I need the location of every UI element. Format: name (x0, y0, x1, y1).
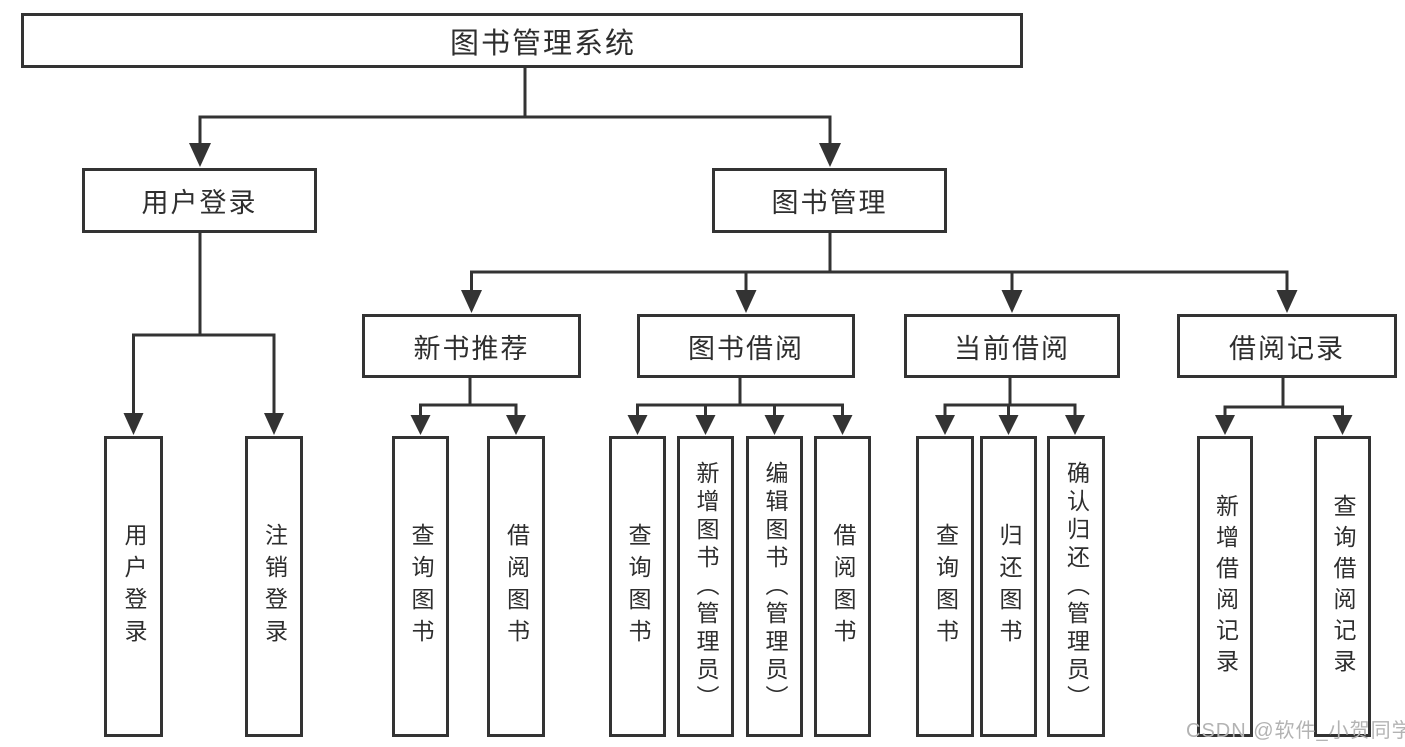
leaf-return-book: 归还图书 (980, 436, 1037, 737)
leaf-borrow-query-book-label: 查询图书 (625, 522, 651, 651)
leaf-logout-label: 注销登录 (261, 522, 288, 651)
node-root-label: 图书管理系统 (449, 27, 636, 60)
leaf-current-query-book-label: 查询图书 (932, 522, 959, 651)
leaf-query-borrow-record-label: 查询借阅记录 (1330, 493, 1356, 680)
leaf-borrow-book: 借阅图书 (814, 436, 871, 737)
leaf-logout: 注销登录 (245, 436, 303, 737)
node-borrow-records: 借阅记录 (1177, 314, 1397, 378)
edge-recommend-to-leaves (410, 378, 526, 435)
leaf-add-borrow-record: 新增借阅记录 (1197, 436, 1253, 737)
node-book-management: 图书管理 (712, 168, 947, 233)
node-borrow-records-label: 借阅记录 (1229, 333, 1345, 364)
leaf-confirm-return-admin: 确认归还（管理员） (1047, 436, 1105, 737)
leaf-user-login: 用户登录 (104, 436, 163, 737)
leaf-add-book-admin: 新增图书（管理员） (677, 436, 734, 737)
edge-login-to-leaves (123, 233, 284, 435)
leaf-borrow-query-book: 查询图书 (609, 436, 666, 737)
leaf-return-book-label: 归还图书 (996, 522, 1022, 651)
node-user-login-label: 用户登录 (141, 188, 258, 218)
edge-records-to-leaves (1215, 378, 1353, 435)
leaf-user-login-label: 用户登录 (121, 522, 147, 651)
leaf-recommend-borrow-book-label: 借阅图书 (503, 522, 530, 651)
leaf-recommend-query-book: 查询图书 (392, 436, 449, 737)
leaf-add-borrow-record-label: 新增借阅记录 (1212, 493, 1239, 680)
node-current-borrow-label: 当前借阅 (954, 333, 1070, 364)
edge-books-to-level3 (461, 233, 1298, 313)
leaf-add-book-admin-label: 新增图书（管理员） (693, 460, 719, 713)
leaf-recommend-borrow-book: 借阅图书 (487, 436, 545, 737)
node-root: 图书管理系统 (21, 13, 1023, 68)
leaf-borrow-book-label: 借阅图书 (830, 522, 856, 651)
leaf-query-borrow-record: 查询借阅记录 (1314, 436, 1371, 737)
edge-root-to-level2 (189, 68, 841, 167)
node-book-management-label: 图书管理 (771, 188, 888, 218)
node-new-book-recommend: 新书推荐 (362, 314, 581, 378)
node-book-borrow-label: 图书借阅 (688, 333, 804, 364)
leaf-current-query-book: 查询图书 (916, 436, 974, 737)
leaf-edit-book-admin: 编辑图书（管理员） (746, 436, 803, 737)
edge-current-to-leaves (935, 378, 1085, 435)
node-user-login: 用户登录 (82, 168, 317, 233)
edge-borrow-to-leaves (627, 378, 853, 435)
node-book-borrow: 图书借阅 (637, 314, 855, 378)
leaf-confirm-return-admin-label: 确认归还（管理员） (1063, 460, 1090, 713)
leaf-recommend-query-book-label: 查询图书 (408, 522, 434, 651)
leaf-edit-book-admin-label: 编辑图书（管理员） (762, 460, 788, 713)
watermark: CSDN @软件_小贺同学 (1186, 720, 1405, 742)
node-new-book-recommend-label: 新书推荐 (413, 333, 530, 364)
node-current-borrow: 当前借阅 (904, 314, 1120, 378)
